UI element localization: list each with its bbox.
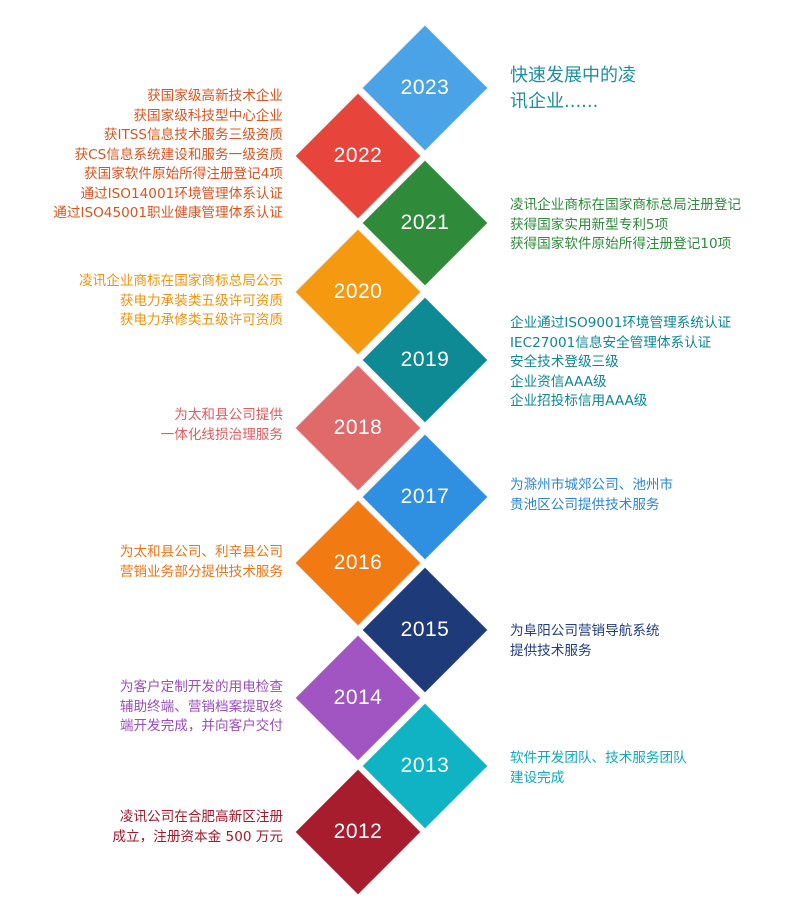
milestone-line: 获电力承修类五级许可资质 [119,312,283,328]
year-label: 2023 [400,76,450,99]
milestone-line: 贵池区公司提供技术服务 [510,496,660,513]
milestone-line: 获国家软件原始所得注册登记4项 [84,166,283,182]
milestone-text-2016: 为太和县公司、利辛县公司营销业务部分提供技术服务 [120,543,283,582]
milestone-line: 企业通过ISO9001环境管理系统认证 [510,315,732,331]
milestone-line: 获ITSS信息技术服务三级资质 [103,127,283,143]
milestone-text-2021: 凌讯企业商标在国家商标总局注册登记获得国家实用新型专利5项获得国家软件原始所得注… [510,196,741,255]
year-label: 2020 [333,280,383,303]
milestone-line: 为客户定制开发的用电检查 [119,679,283,695]
milestone-line: 软件开发团队、技术服务团队 [510,750,687,766]
milestone-line: 提供技术服务 [510,642,592,659]
milestone-line: 一体化线损治理服务 [160,426,283,443]
year-label: 2013 [400,754,450,777]
milestone-text-2012: 凌讯公司在合肥高新区注册成立，注册资本金 500 万元 [112,808,283,847]
milestone-line: 为太和县公司、利辛县公司 [119,544,283,560]
milestone-line: 获得国家软件原始所得注册登记10项 [510,236,732,252]
milestone-line: 通过ISO45001职业健康管理体系认证 [53,205,283,221]
milestone-line: 成立，注册资本金 500 万元 [112,828,283,845]
milestone-line: 获电力承装类五级许可资质 [119,292,283,309]
milestone-line: 为阜阳公司营销导航系统 [510,623,660,639]
milestone-line: 建设完成 [510,769,565,786]
milestone-line: 辅助终端、营销档案提取终 [119,698,283,715]
year-label: 2017 [400,485,450,508]
milestone-line: 凌讯企业商标在国家商标总局注册登记 [510,197,742,213]
milestone-line: 企业招投标信用AAA级 [510,393,648,409]
milestone-text-2014: 为客户定制开发的用电检查辅助终端、营销档案提取终端开发完成，并向客户交付 [120,678,283,737]
milestone-text-2020: 凌讯企业商标在国家商标总局公示获电力承装类五级许可资质获电力承修类五级许可资质 [79,272,283,331]
milestone-text-2018: 为太和县公司提供一体化线损治理服务 [161,406,283,445]
milestone-line: 通过ISO14001环境管理体系认证 [80,185,283,202]
year-label: 2012 [333,820,383,843]
year-label: 2019 [400,348,450,371]
milestone-line: 凌讯企业商标在国家商标总局公示 [79,273,283,289]
milestone-line: 安全技术登级三级 [510,354,619,370]
milestone-text-2019: 企业通过ISO9001环境管理系统认证 IEC27001信息安全管理体系认证安全技… [510,314,731,412]
milestone-line: 获得国家实用新型专利5项 [510,216,669,233]
milestone-line: 获CS信息系统建设和服务一级资质 [74,146,283,163]
milestone-text-2015: 为阜阳公司营销导航系统提供技术服务 [510,622,660,661]
milestone-line: 为太和县公司提供 [174,407,283,423]
milestone-line: 端开发完成，并向客户交付 [119,718,283,734]
intro-text: 快速发展中的凌 讯企业...... [510,63,636,115]
milestone-text-2013: 软件开发团队、技术服务团队建设完成 [510,749,687,788]
milestone-line: IEC27001信息安全管理体系认证 [510,334,712,351]
year-label: 2014 [333,686,383,709]
milestone-line: 获国家级高新技术企业 [147,88,283,104]
intro-line: 讯企业...... [510,91,599,112]
milestone-line: 为滁州市城郊公司、池州市 [510,477,674,493]
year-label: 2021 [400,211,450,234]
year-label: 2016 [333,551,383,574]
year-label: 2018 [333,416,383,439]
milestone-line: 凌讯公司在合肥高新区注册 [119,809,283,825]
milestone-line: 获国家级科技型中心企业 [133,107,283,124]
milestone-line: 企业资信AAA级 [510,373,607,390]
milestone-text-2022: 获国家级高新技术企业获国家级科技型中心企业获ITSS信息技术服务三级资质获CS信… [53,87,283,224]
milestone-line: 营销业务部分提供技术服务 [119,563,283,580]
year-label: 2022 [333,144,383,167]
milestone-text-2017: 为滁州市城郊公司、池州市贵池区公司提供技术服务 [510,476,673,515]
year-label: 2015 [400,618,450,641]
intro-line: 快速发展中的凌 [510,65,636,86]
